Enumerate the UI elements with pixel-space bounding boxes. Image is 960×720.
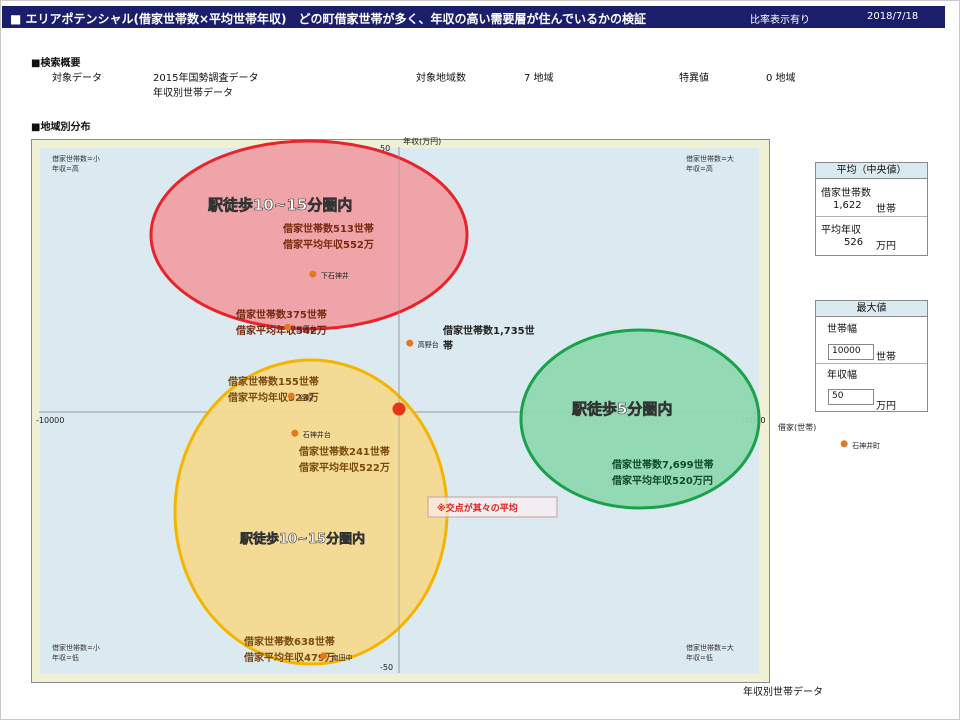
data-point-label-3: 谷原 <box>299 393 313 402</box>
title-bar: ■ エリアポテンシャル(借家世帯数×平均世帯年収) どの町借家世帯が多く、年収の… <box>2 6 945 28</box>
annotation-shakujiimachi-1: 借家世帯数7,699世帯 <box>611 458 714 471</box>
income-width-input[interactable]: 50 <box>828 389 874 405</box>
quadrant-top-right-line2: 年収=高 <box>686 164 713 173</box>
data-point-4 <box>291 429 299 437</box>
footer-dataset-label: 年収別世帯データ <box>743 687 823 698</box>
annotation-miharadai-2: 借家平均年収542万 <box>235 324 327 337</box>
data-point-label-2: 高野台 <box>418 340 439 349</box>
data-point-label-6: 南田中 <box>332 653 353 662</box>
annotation-takanodai-2: 帯 <box>443 339 453 352</box>
note-text: ※交点が其々の平均 <box>437 502 518 514</box>
quadrant-bottom-left-line2: 年収=低 <box>52 653 79 662</box>
annotation-shimoshakujii-2: 借家平均年収552万 <box>282 238 374 251</box>
average-income-unit: 万円 <box>876 241 896 252</box>
annotation-minamitanaka-1: 借家世帯数638世帯 <box>243 635 335 648</box>
zone-title-south: 駅徒歩10~15分圏内 <box>239 531 365 547</box>
report-title: ■ エリアポテンシャル(借家世帯数×平均世帯年収) どの町借家世帯が多く、年収の… <box>10 12 646 26</box>
note-box <box>427 496 558 518</box>
annotation-shakujiidai-1: 借家世帯数241世帯 <box>298 445 390 458</box>
average-income-label: 平均年収 <box>821 225 861 236</box>
data-point-label-4: 石神井台 <box>303 430 331 439</box>
target-data-value-income: 年収別世帯データ <box>153 88 233 99</box>
quadrant-bottom-right-line1: 借家世帯数=大 <box>686 643 734 652</box>
max-range-divider <box>816 363 927 364</box>
target-data-value-census: 2015年国勢調査データ <box>153 73 259 84</box>
y-min-tick-label: -50 <box>380 663 393 672</box>
average-intersection-marker <box>392 402 406 416</box>
annotation-takanodai-1: 借家世帯数1,735世 <box>442 324 535 337</box>
annotation-yahara-2: 借家平均年収523万 <box>227 391 319 404</box>
search-summary-heading: ■検索概要 <box>31 58 81 69</box>
target-data-label: 対象データ <box>52 73 102 84</box>
ratio-display-label: 比率表示有り <box>750 15 810 26</box>
y-axis-label: 年収(万円) <box>403 136 441 146</box>
area-count-label: 対象地域数 <box>416 73 466 84</box>
data-point-1 <box>284 323 292 331</box>
average-income-value: 526 <box>844 237 864 248</box>
average-households-unit: 世帯 <box>876 204 896 215</box>
distribution-heading: ■地域別分布 <box>31 122 91 133</box>
area-count-value: 7 地域 <box>524 73 554 84</box>
average-panel-divider <box>816 216 927 217</box>
zone-title-east: 駅徒歩5分圏内 <box>571 400 672 418</box>
annotation-yahara-1: 借家世帯数155世帯 <box>227 375 319 388</box>
zone-ellipse-south <box>173 358 449 666</box>
household-width-input[interactable]: 10000 <box>828 344 874 360</box>
quadrant-top-left-line2: 年収=高 <box>52 164 79 173</box>
household-width-label: 世帯幅 <box>827 324 857 335</box>
data-point-0 <box>309 270 317 278</box>
outlier-label: 特異値 <box>679 73 709 84</box>
income-width-unit: 万円 <box>876 401 896 412</box>
average-panel: 平均（中央値） 借家世帯数 1,622 世帯 平均年収 526 万円 <box>815 162 928 256</box>
zone-ellipse-east <box>519 328 761 510</box>
data-point-label-5: 石神井町 <box>852 441 880 450</box>
quadrant-top-left-line1: 借家世帯数=小 <box>52 154 100 163</box>
average-households-value: 1,622 <box>833 200 862 211</box>
annotation-miharadai-1: 借家世帯数375世帯 <box>235 308 327 321</box>
annotation-shimoshakujii-1: 借家世帯数513世帯 <box>282 222 374 235</box>
max-range-panel: 最大値 世帯幅 10000 世帯 年収幅 50 万円 <box>815 300 928 412</box>
household-width-unit: 世帯 <box>876 352 896 363</box>
zone-ellipse-north <box>149 139 469 331</box>
income-width-label: 年収幅 <box>827 370 857 381</box>
x-min-tick-label: -10000 <box>36 416 64 425</box>
data-point-label-1: 三原台 <box>296 324 317 333</box>
annotation-minamitanaka-2: 借家平均年収479万 <box>243 651 335 664</box>
x-axis-label: 借家(世帯) <box>778 422 816 432</box>
max-range-panel-header: 最大値 <box>816 301 927 317</box>
zone-title-north: 駅徒歩10~15分圏内 <box>207 196 352 214</box>
average-households-label: 借家世帯数 <box>821 188 871 199</box>
data-point-3 <box>287 392 295 400</box>
quadrant-top-right-line1: 借家世帯数=大 <box>686 154 734 163</box>
annotation-shakujiimachi-2: 借家平均年収520万円 <box>611 474 713 487</box>
average-panel-header: 平均（中央値） <box>816 163 927 179</box>
data-point-2 <box>406 339 414 347</box>
data-point-6 <box>320 652 328 660</box>
report-date: 2018/7/18 <box>867 11 919 22</box>
quadrant-bottom-right-line2: 年収=低 <box>686 653 713 662</box>
annotation-shakujiidai-2: 借家平均年収522万 <box>298 461 390 474</box>
data-point-5 <box>840 440 848 448</box>
outlier-value: 0 地域 <box>766 73 796 84</box>
y-max-tick-label: 50 <box>380 144 390 153</box>
data-point-label-0: 下石神井 <box>321 271 349 280</box>
quadrant-bottom-left-line1: 借家世帯数=小 <box>52 643 100 652</box>
